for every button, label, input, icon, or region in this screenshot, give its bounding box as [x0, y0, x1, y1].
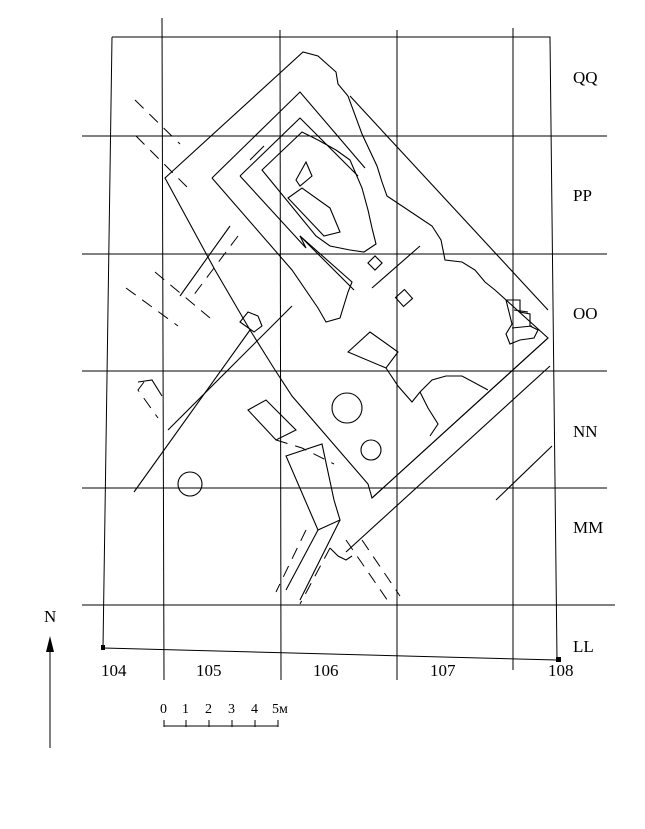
dashed-wall: [345, 539, 391, 605]
corner-niche: [513, 309, 529, 313]
inner-wall: [239, 175, 307, 249]
pit: [360, 439, 382, 461]
scale-label: 0: [160, 702, 167, 717]
column-label: 107: [430, 661, 456, 680]
wall-line: [329, 547, 353, 561]
scale-label: 5м: [272, 702, 288, 717]
dashed-wall: [275, 439, 335, 465]
post-hole: [394, 288, 414, 308]
scale-label: 4: [251, 702, 258, 717]
row-label: PP: [573, 186, 592, 205]
dashed-wall: [189, 235, 239, 301]
grid-line-vertical: [279, 29, 282, 681]
row-label: LL: [573, 637, 594, 656]
column-label: 105: [196, 661, 222, 680]
outer-wall: [345, 365, 551, 553]
dashed-wall: [135, 135, 191, 191]
pit: [239, 311, 263, 333]
scale-label: 1: [182, 702, 189, 717]
inner-wall: [211, 177, 353, 323]
wall-line: [133, 329, 251, 493]
inner-wall: [299, 235, 355, 291]
grid-right-edge: [549, 36, 558, 661]
wall-line: [137, 379, 163, 397]
scale-label: 2: [205, 702, 212, 717]
north-arrow: N: [44, 607, 56, 748]
outer-wall: [349, 95, 549, 311]
outer-wall: [495, 445, 553, 501]
scale-label: 3: [228, 702, 235, 717]
inner-wall: [239, 117, 359, 177]
room-feature: [385, 367, 489, 403]
contour: [419, 391, 439, 437]
grid-top-edge: [112, 36, 551, 44]
south-corridor: [247, 399, 401, 605]
inner-wall: [211, 91, 366, 179]
southwest-walls: [125, 99, 293, 493]
north-label: N: [44, 607, 56, 626]
dashed-wall: [154, 271, 211, 319]
column-label: 106: [313, 661, 339, 680]
dashed-wall: [137, 381, 159, 419]
wall-line: [179, 225, 231, 297]
north-arrow-head-icon: [46, 636, 54, 652]
corridor-block: [247, 399, 297, 441]
wall-line: [167, 305, 293, 431]
grid: [82, 17, 615, 681]
small-feature: [295, 160, 313, 187]
grid-bottom-edge: [102, 647, 558, 661]
dashed-wall: [134, 99, 181, 145]
pit: [331, 392, 363, 424]
wall-line: [285, 529, 319, 591]
corner-niche: [505, 299, 539, 345]
dashed-wall: [125, 287, 179, 327]
dashed-wall: [361, 539, 401, 597]
room-feature: [346, 331, 399, 369]
column-label: 104: [101, 661, 127, 680]
outer-wall: [164, 51, 549, 500]
scale-bar: 0 1 2 3 4 5м: [160, 702, 288, 727]
inner-chamber: [261, 131, 377, 253]
row-label: OO: [573, 304, 598, 323]
outer-wall: [371, 337, 549, 499]
building-walls: [164, 51, 553, 553]
inner-wall: [249, 145, 265, 161]
grid-left-edge: [102, 36, 113, 649]
row-labels: QQ PP OO NN MM LL: [573, 68, 603, 656]
wall-line: [299, 519, 341, 601]
grid-corner-marker: [101, 645, 105, 650]
pit: [177, 471, 203, 497]
inner-wall: [371, 245, 421, 289]
grid-line-vertical: [161, 17, 165, 681]
dashed-wall: [275, 529, 307, 593]
row-label: QQ: [573, 68, 598, 87]
row-label: MM: [573, 518, 603, 537]
inner-chamber: [287, 187, 341, 237]
grid-corner-marker: [556, 657, 561, 662]
column-labels: 104 105 106 107 108: [101, 661, 574, 680]
dashed-wall: [299, 547, 331, 605]
column-label: 108: [548, 661, 574, 680]
corner-niche: [511, 325, 533, 329]
row-label: NN: [573, 422, 598, 441]
corridor-block: [285, 443, 341, 531]
post-hole: [367, 255, 383, 271]
